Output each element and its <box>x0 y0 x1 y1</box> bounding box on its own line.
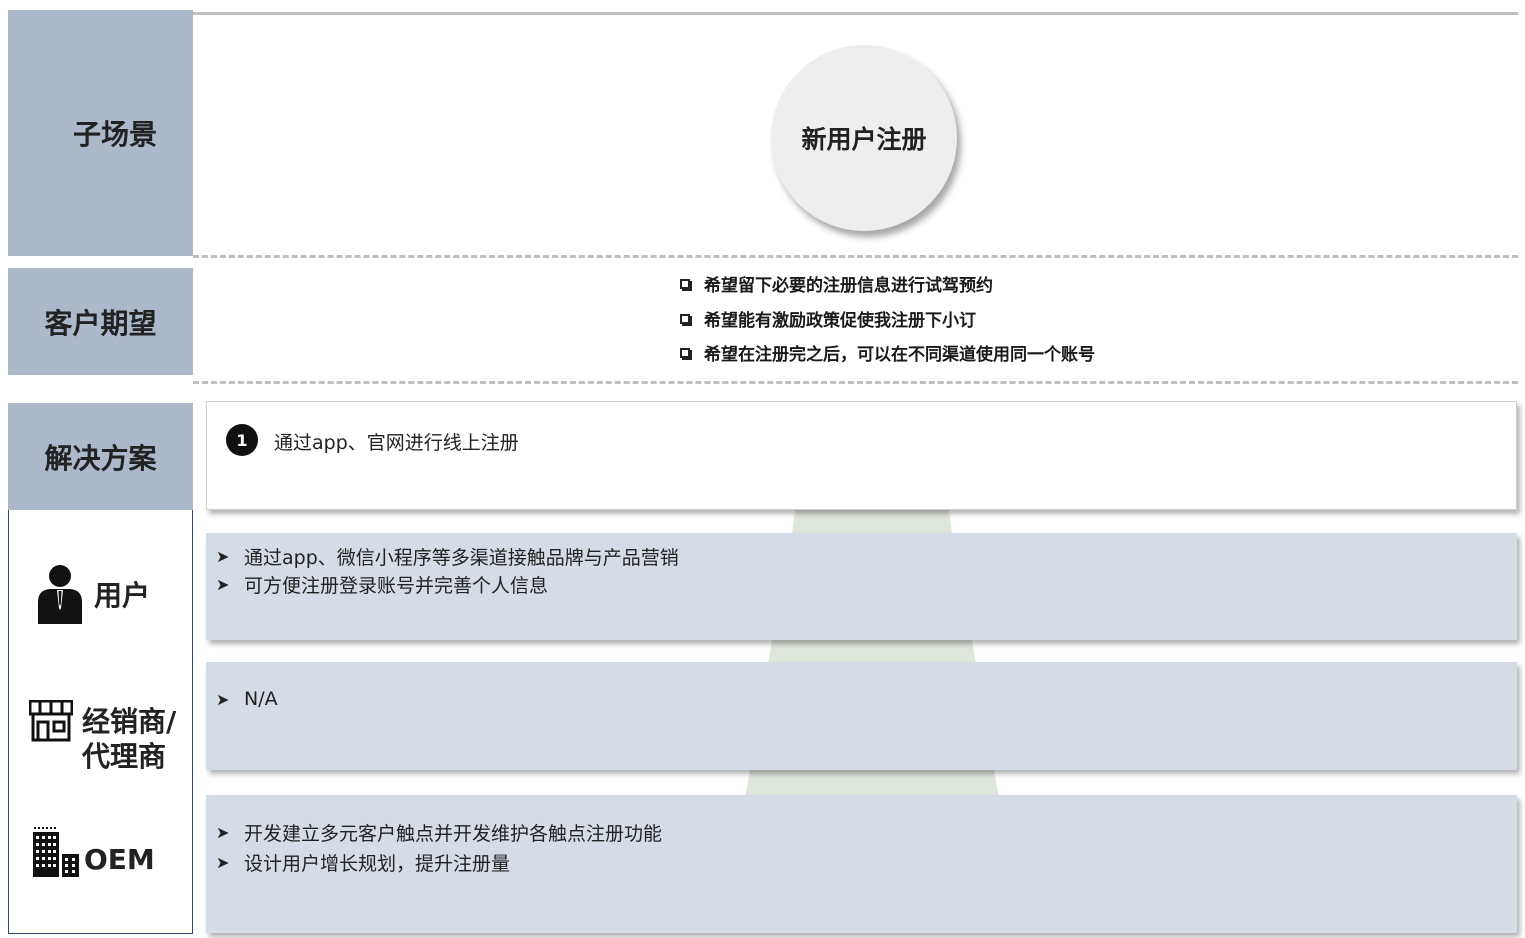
list-item-text: 通过app、微信小程序等多渠道接触品牌与产品营销 <box>244 547 679 569</box>
list-item: ➤ N/A <box>216 688 278 710</box>
checkbox-bullet-icon <box>680 278 690 289</box>
dealer-label: 经销商/ 代理商 <box>82 704 176 774</box>
dealer-label-line2: 代理商 <box>82 740 167 773</box>
list-item: ➤ 开发建立多元客户触点并开发维护各触点注册功能 <box>216 819 662 846</box>
number-badge: 1 <box>226 424 258 456</box>
connector-shape <box>745 770 999 797</box>
arrow-bullet-icon: ➤ <box>216 575 230 594</box>
user-box: ➤ 通过app、微信小程序等多渠道接触品牌与产品营销 ➤ 可方便注册登录账号并完… <box>206 533 1517 640</box>
expectation-item: 希望在注册完之后，可以在不同渠道使用同一个账号 <box>680 340 1095 365</box>
dealer-label-line1: 经销商/ <box>82 705 177 738</box>
expectation-text: 希望留下必要的注册信息进行试驾预约 <box>704 276 993 296</box>
expectation-text: 希望能有激励政策促使我注册下小订 <box>704 311 976 331</box>
dealer-box: ➤ N/A <box>206 662 1517 770</box>
checkbox-bullet-icon <box>680 347 690 358</box>
top-divider <box>193 12 1518 15</box>
list-item: ➤ 可方便注册登录账号并完善个人信息 <box>216 571 548 598</box>
dashed-divider-2 <box>193 381 1518 384</box>
list-item-text: N/A <box>244 688 278 710</box>
customer-expectation-label: 客户期望 <box>8 268 193 375</box>
user-label: 用户 <box>94 579 151 612</box>
list-item: ➤ 设计用户增长规划，提升注册量 <box>216 849 510 876</box>
store-icon <box>29 700 73 742</box>
oem-label: OEM <box>84 843 155 876</box>
person-icon <box>38 565 82 624</box>
expectation-item: 希望留下必要的注册信息进行试驾预约 <box>680 271 993 296</box>
solution-text: 通过app、官网进行线上注册 <box>274 432 519 454</box>
list-item-text: 设计用户增长规划，提升注册量 <box>244 853 511 875</box>
checkbox-bullet-icon <box>680 313 690 324</box>
connector-shape <box>792 510 952 534</box>
dashed-divider-1 <box>193 255 1518 258</box>
oem-box: ➤ 开发建立多元客户触点并开发维护各触点注册功能 ➤ 设计用户增长规划，提升注册… <box>206 795 1517 933</box>
arrow-bullet-icon: ➤ <box>216 853 230 872</box>
arrow-bullet-icon: ➤ <box>216 547 230 566</box>
scene-circle-title: 新用户注册 <box>801 125 927 154</box>
list-item-text: 可方便注册登录账号并完善个人信息 <box>244 575 549 597</box>
connector-shape <box>768 640 976 664</box>
solution-box: 1 通过app、官网进行线上注册 <box>206 401 1517 510</box>
solution-label: 解决方案 <box>8 403 193 510</box>
building-icon <box>33 827 79 877</box>
list-item-text: 开发建立多元客户触点并开发维护各触点注册功能 <box>244 823 663 845</box>
expectation-item: 希望能有激励政策促使我注册下小订 <box>680 306 976 331</box>
scene-circle: 新用户注册 <box>771 45 957 231</box>
expectation-text: 希望在注册完之后，可以在不同渠道使用同一个账号 <box>704 345 1095 365</box>
list-item: ➤ 通过app、微信小程序等多渠道接触品牌与产品营销 <box>216 543 679 570</box>
sub-scene-label: 子场景 <box>8 10 193 256</box>
arrow-bullet-icon: ➤ <box>216 823 230 842</box>
arrow-bullet-icon: ➤ <box>216 689 230 709</box>
